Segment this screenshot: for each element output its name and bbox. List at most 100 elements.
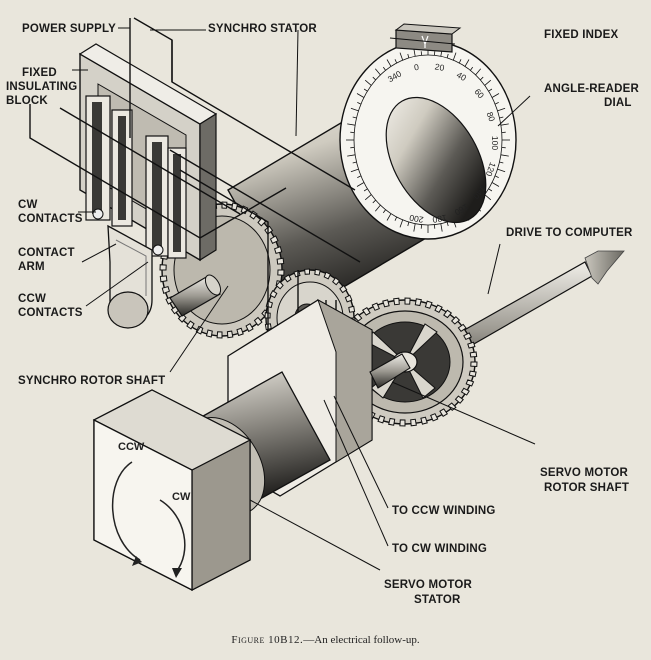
gear-tooth	[265, 300, 273, 309]
gear-tooth	[388, 417, 396, 426]
gear-tooth	[353, 313, 363, 322]
dial-tick	[356, 182, 365, 187]
ccw-direction-label: CCW	[118, 441, 145, 453]
dial-number: 200	[408, 213, 424, 225]
label-contact-arm-2: ARM	[18, 261, 45, 273]
gear-tooth	[253, 316, 263, 327]
gear-tooth	[323, 271, 332, 280]
gear-tooth	[304, 268, 310, 275]
label-power-supply: POWER SUPPLY	[22, 23, 116, 35]
dial-number: 120	[484, 161, 498, 178]
gear-tooth	[393, 297, 400, 306]
label-drive-to-computer: DRIVE TO COMPUTER	[506, 227, 633, 239]
dial-tick	[488, 188, 493, 192]
dial-tick	[372, 76, 376, 81]
dial-tick	[413, 223, 416, 232]
synchro-rotor-shaft	[169, 274, 222, 317]
dial-tick	[497, 107, 506, 112]
dial-tick	[356, 93, 365, 98]
dial-number: 40	[455, 70, 468, 84]
servo-motor-face: CCW CW	[92, 389, 252, 592]
gear-tooth	[467, 341, 476, 349]
dial-tick	[440, 223, 443, 232]
gear-tooth	[269, 289, 278, 299]
label-contact-arm-1: CONTACT	[18, 247, 75, 259]
dial-tick	[364, 79, 372, 86]
dial-number: 20	[434, 61, 445, 73]
dial-tick	[499, 161, 504, 164]
dial-tick	[363, 88, 368, 92]
label-ccw-contacts-1: CCW	[18, 293, 46, 305]
dial-tick	[491, 93, 500, 98]
dial-tick	[386, 213, 392, 221]
gear-tooth	[348, 305, 356, 313]
gear-tooth	[314, 268, 321, 276]
dial-tick	[382, 66, 386, 71]
label-servo-motor-stator-2: STATOR	[414, 594, 461, 606]
servo-rotor-shaft	[369, 353, 411, 389]
dial-tick	[452, 52, 457, 61]
label-servo-motor-rotor-shaft-1: SERVO MOTOR	[540, 467, 629, 479]
dial-tick	[500, 154, 509, 157]
dial-tick	[470, 66, 474, 71]
gear-tooth	[186, 320, 195, 330]
gear-tooth	[465, 379, 475, 387]
dial-tick	[488, 88, 493, 92]
dial-tick	[464, 59, 470, 67]
label-to-ccw-winding: TO CCW WINDING	[392, 505, 496, 517]
leader-lines	[72, 27, 536, 571]
dial-number: 0	[413, 62, 420, 73]
gear-tooth	[277, 269, 285, 276]
gear-tooth	[439, 408, 449, 417]
label-angle-reader-dial-1: ANGLE-READER	[544, 83, 640, 95]
gear-tooth	[430, 413, 439, 422]
dial-tick	[347, 154, 356, 157]
dial-tick	[394, 59, 398, 64]
gear-tooth	[450, 315, 461, 325]
dial-tick	[386, 59, 392, 67]
gear-tooth	[159, 264, 167, 271]
gear-tooth	[344, 294, 353, 303]
caption-text: —An electrical follow-up.	[303, 634, 420, 646]
dial-tick	[494, 102, 499, 105]
ccw-contacts	[145, 135, 187, 259]
gear-tooth	[332, 276, 341, 286]
label-servo-motor-rotor-shaft-2: ROTOR SHAFT	[544, 482, 629, 494]
dial-tick	[446, 222, 449, 227]
gear-tooth	[470, 361, 478, 368]
dial-number: 80	[485, 111, 498, 124]
gear-tooth	[269, 235, 279, 244]
label-ccw-contacts-2: CONTACTS	[18, 307, 83, 319]
labels: POWER SUPPLY SYNCHRO STATOR FIXED INDEX …	[6, 23, 640, 606]
dial-tick	[374, 204, 381, 212]
dial-tick	[382, 209, 386, 214]
dial-tick	[364, 194, 372, 201]
dial-tick	[480, 76, 484, 81]
gear-tooth	[236, 327, 244, 337]
gear-tooth	[443, 309, 453, 319]
gear-tooth	[469, 351, 478, 358]
dial-tick	[446, 53, 449, 58]
cw-contacts	[85, 95, 133, 227]
dial-tick	[357, 102, 362, 105]
gear-tooth	[382, 299, 390, 308]
caption-figure-number: Figure 10B12.	[231, 634, 304, 646]
dial-tick	[499, 116, 504, 119]
dial-tick	[475, 68, 482, 76]
gear-tooth	[205, 329, 213, 338]
label-to-cw-winding: TO CW WINDING	[392, 543, 487, 555]
gear-tooth	[404, 297, 411, 305]
dial-tick	[399, 219, 404, 228]
dial-tick	[363, 188, 368, 192]
gear-tooth	[276, 257, 285, 265]
dial-tick	[352, 116, 357, 119]
gear-tooth	[434, 304, 443, 313]
gear-tooth	[216, 331, 223, 339]
gear-tooth	[377, 415, 386, 424]
gear-tooth	[410, 418, 417, 427]
gear-tooth	[454, 395, 464, 404]
dial-tick	[497, 168, 506, 173]
dial-tick	[357, 175, 362, 178]
gear-tooth	[424, 300, 433, 309]
